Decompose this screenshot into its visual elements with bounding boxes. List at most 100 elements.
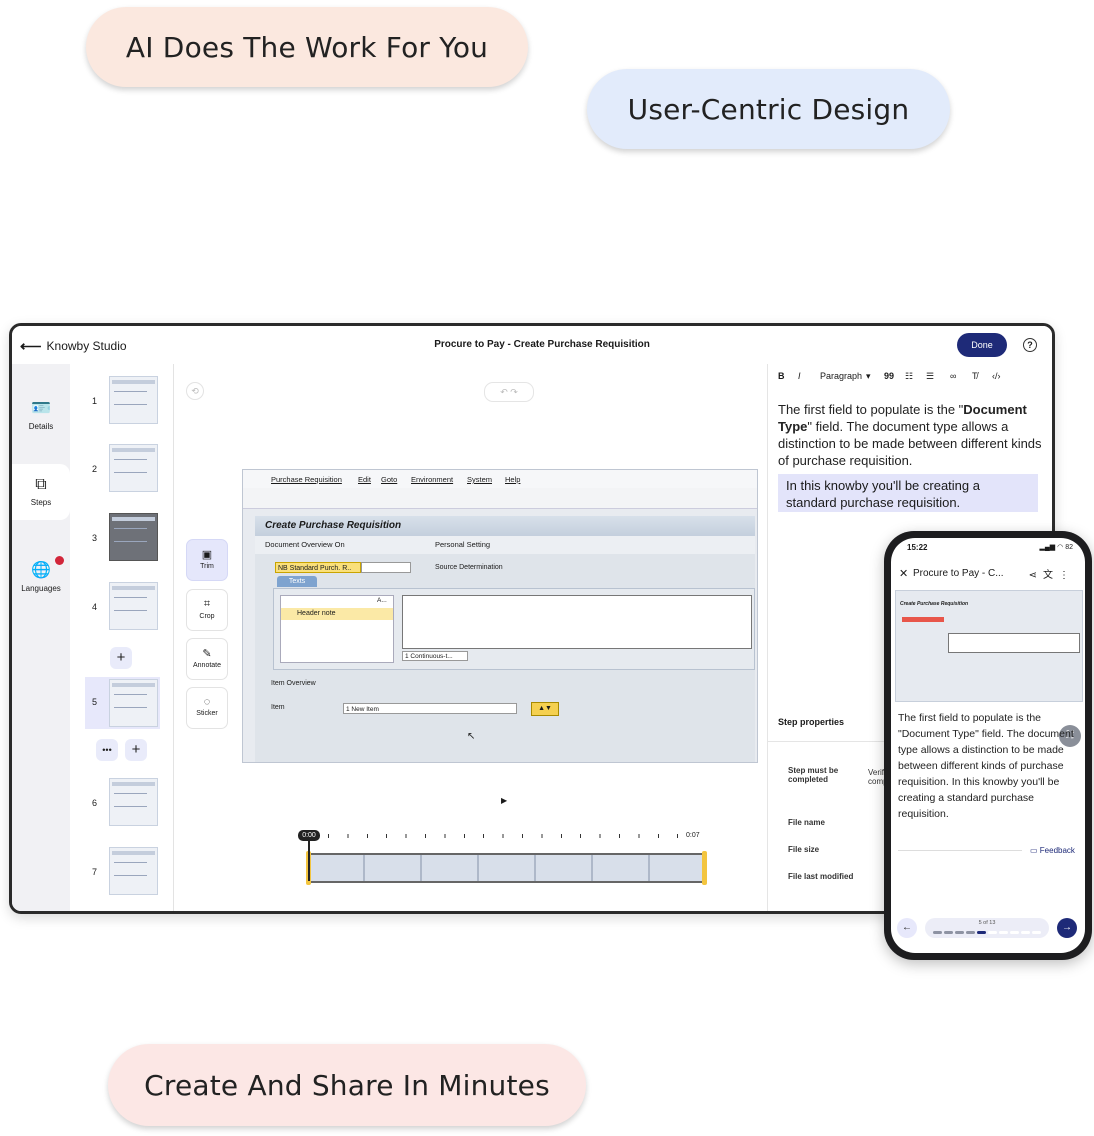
trim-tool-button[interactable]: ▣Trim bbox=[186, 539, 228, 581]
chevron-down-icon[interactable]: ▾ bbox=[866, 371, 871, 381]
highlighted-text[interactable]: In this knowby you'll be creating a stan… bbox=[778, 474, 1038, 512]
more-options-button[interactable]: ••• bbox=[96, 739, 118, 761]
sap-text-panel: A... Header note 1 Continuous-t... bbox=[273, 588, 755, 670]
step-description[interactable]: The first field to populate is the "Docu… bbox=[778, 401, 1043, 469]
crop-icon: ⌗ bbox=[203, 598, 211, 610]
sap-source-determination: Source Determination bbox=[435, 564, 503, 571]
add-step-button[interactable]: + bbox=[125, 739, 147, 761]
step-image bbox=[109, 847, 158, 895]
cursor-icon: ↖ bbox=[467, 731, 476, 742]
phone-title: Procure to Pay - C... bbox=[913, 568, 1004, 579]
close-icon[interactable]: ✕ bbox=[899, 568, 909, 580]
progress-dot bbox=[944, 931, 953, 934]
step-number: 6 bbox=[92, 798, 98, 808]
sap-menu-item: Goto bbox=[381, 475, 398, 484]
step-image bbox=[109, 778, 158, 826]
step-image bbox=[109, 376, 158, 424]
progress-dot bbox=[933, 931, 942, 934]
clear-format-icon[interactable]: T̸ bbox=[972, 371, 978, 381]
left-nav: 🪪 Details ⧉ Steps 🌐 Languages bbox=[12, 364, 70, 911]
steps-list: 1 2 3 4 + 5 ••• + 6 7 bbox=[70, 364, 174, 911]
help-icon[interactable]: ? bbox=[1023, 338, 1037, 352]
step-thumbnail[interactable]: 6 bbox=[70, 778, 173, 828]
step-number: 5 bbox=[92, 697, 98, 707]
bold-icon[interactable]: B bbox=[778, 371, 785, 381]
undo-icon[interactable]: ↶ bbox=[500, 387, 508, 397]
play-icon[interactable]: ▶ bbox=[501, 796, 508, 805]
timeline-ticks bbox=[328, 834, 678, 838]
step-image: Create Purchase Requisition ⛶ bbox=[895, 590, 1083, 747]
playhead[interactable] bbox=[308, 841, 310, 881]
step-thumbnail[interactable]: 3 bbox=[70, 513, 173, 563]
translate-icon[interactable]: 文 bbox=[1043, 570, 1059, 581]
phone-actions: ⋖文⋮ bbox=[1029, 566, 1075, 581]
feedback-link[interactable]: ▭ Feedback bbox=[1030, 846, 1075, 855]
sap-menu-item: Edit bbox=[358, 475, 371, 484]
step-navigation: ← 5 of 13 → bbox=[897, 916, 1077, 940]
done-button[interactable]: Done bbox=[957, 333, 1007, 357]
trim-handle-right[interactable] bbox=[702, 851, 707, 885]
sap-item-label: Item bbox=[271, 704, 285, 711]
tool-label: Crop bbox=[199, 613, 215, 620]
step-number: 1 bbox=[92, 396, 98, 406]
step-thumbnail[interactable]: 4 bbox=[70, 582, 173, 632]
next-step-button[interactable]: → bbox=[1057, 918, 1077, 938]
step-thumbnail[interactable]: 1 bbox=[70, 376, 173, 426]
nav-details[interactable]: 🪪 Details bbox=[12, 398, 70, 431]
annotate-tool-button[interactable]: ✎Annotate bbox=[186, 638, 228, 680]
redo-icon[interactable]: ↷ bbox=[510, 387, 518, 397]
paragraph-select[interactable]: Paragraph bbox=[820, 371, 863, 381]
nav-steps[interactable]: ⧉ Steps bbox=[12, 464, 70, 520]
prev-step-button[interactable]: ← bbox=[897, 918, 917, 938]
signal-icon: ▂▄▆ bbox=[1039, 544, 1056, 551]
sap-document-type: NB Standard Purch. R.. bbox=[275, 562, 361, 573]
app-logo[interactable]: ⟵ Knowby Studio bbox=[20, 337, 127, 355]
italic-icon[interactable]: I bbox=[798, 371, 801, 381]
step-thumbnail[interactable]: 7 bbox=[70, 847, 173, 897]
progress-dot bbox=[966, 931, 975, 934]
nav-languages-label: Languages bbox=[21, 584, 61, 593]
verify-label: Verify comp bbox=[868, 768, 888, 786]
step-thumbnail-selected[interactable]: 5 bbox=[85, 677, 160, 729]
undo-redo-group[interactable]: ↶ ↷ bbox=[484, 382, 534, 402]
bullet-list-icon[interactable]: ☰ bbox=[926, 371, 935, 381]
nav-steps-label: Steps bbox=[30, 498, 52, 507]
tool-label: Annotate bbox=[192, 662, 222, 669]
sap-tree-column: A... bbox=[377, 597, 387, 604]
description-text: " field. The document type allows a dist… bbox=[778, 419, 1042, 468]
link-icon[interactable]: ∞ bbox=[950, 371, 957, 381]
step-thumbnail[interactable]: 2 bbox=[70, 444, 173, 494]
phone-step-text: The first field to populate is the "Docu… bbox=[898, 712, 1074, 820]
step-properties-title: Step properties bbox=[778, 717, 845, 727]
sap-text-editor bbox=[402, 595, 752, 649]
more-vertical-icon[interactable]: ⋮ bbox=[1059, 570, 1075, 581]
step-number: 3 bbox=[92, 533, 98, 543]
image-highlight bbox=[902, 617, 944, 622]
progress-dot bbox=[988, 931, 997, 934]
notification-dot bbox=[55, 556, 64, 565]
expand-icon[interactable]: ⛶ bbox=[1059, 725, 1081, 747]
video-timeline[interactable]: 0:00 0:07 bbox=[298, 828, 707, 888]
editor-toolbar: B I Paragraph ▾ 99 ☷ ☰ ∞ T̸ ‹/› bbox=[768, 364, 1052, 388]
sap-menu-item: Purchase Requisition bbox=[271, 475, 342, 484]
code-icon[interactable]: ‹/› bbox=[992, 371, 1001, 381]
battery-icon: 82 bbox=[1065, 544, 1073, 551]
sap-item-overview: Item Overview bbox=[271, 680, 316, 687]
feature-pill-user-centric: User-Centric Design bbox=[587, 69, 950, 149]
numbered-list-icon[interactable]: ☷ bbox=[905, 371, 914, 381]
sap-doc-overview: Document Overview On bbox=[265, 540, 345, 549]
share-icon[interactable]: ⋖ bbox=[1028, 570, 1043, 581]
step-image bbox=[109, 582, 158, 630]
sticker-tool-button[interactable]: ◌Sticker bbox=[186, 687, 228, 729]
sap-menu-bar: Purchase Requisition Edit Goto Environme… bbox=[243, 470, 757, 489]
timeline-frames[interactable] bbox=[308, 853, 704, 883]
history-icon[interactable]: ⟲ bbox=[186, 382, 204, 400]
quote-icon[interactable]: 99 bbox=[884, 371, 895, 381]
sap-continuous-select: 1 Continuous-t... bbox=[402, 651, 468, 661]
add-step-button[interactable]: + bbox=[110, 647, 132, 669]
crop-tool-button[interactable]: ⌗ Crop bbox=[186, 589, 228, 631]
sap-toolbar bbox=[243, 488, 757, 509]
nav-languages[interactable]: 🌐 Languages bbox=[12, 560, 70, 593]
step-progress: 5 of 13 bbox=[925, 918, 1049, 938]
studio-window: ⟵ Knowby Studio Procure to Pay - Create … bbox=[9, 323, 1055, 914]
